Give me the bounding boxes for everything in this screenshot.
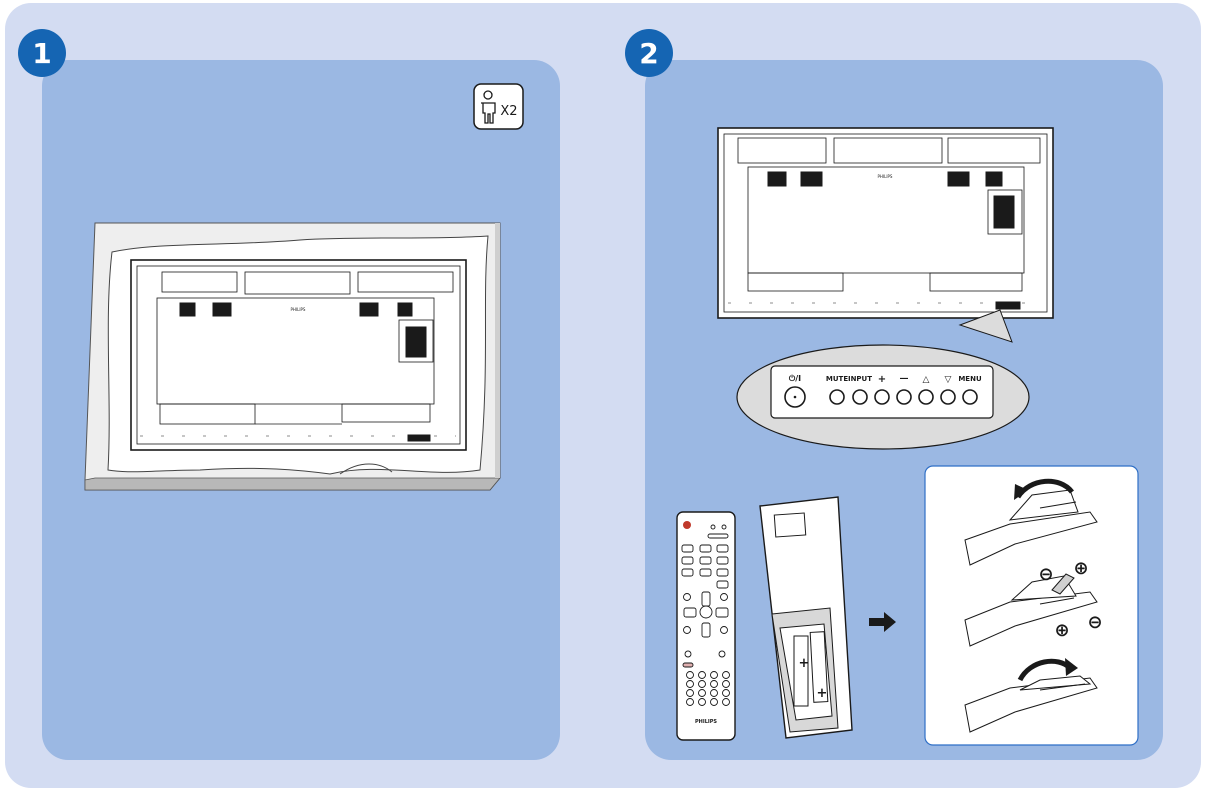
step-1-badge: 1 bbox=[18, 29, 66, 77]
tv-rear-step2 bbox=[717, 127, 1054, 319]
right-arrow-icon bbox=[869, 612, 896, 632]
step-1-number: 1 bbox=[32, 37, 51, 70]
up-button bbox=[918, 389, 934, 405]
menu-button bbox=[962, 389, 978, 405]
minus-button bbox=[896, 389, 912, 405]
remote-brand: PHILIPS bbox=[695, 719, 717, 725]
two-people-icon: X2 bbox=[473, 83, 524, 130]
tv-rear-step1 bbox=[130, 259, 467, 451]
battery-2 bbox=[809, 631, 829, 703]
tv-brand-step1: PHILIPS bbox=[291, 307, 306, 312]
step-2-badge: 2 bbox=[625, 29, 673, 77]
battery-plus-symbol-2: ⊕ bbox=[1054, 620, 1069, 641]
down-button bbox=[940, 389, 956, 405]
battery-minus-symbol-2: ⊖ bbox=[1087, 612, 1102, 633]
battery-1 bbox=[793, 635, 809, 707]
keypad-label-plus: + bbox=[878, 374, 886, 385]
step-1-circle bbox=[18, 29, 66, 77]
keypad-label-down: ▽ bbox=[945, 375, 952, 385]
step-2-panel: 2 PHILIPS ⏻/I MUTE bbox=[625, 29, 1163, 760]
battery-1-polarity: + bbox=[799, 656, 810, 671]
remote-step-insert bbox=[964, 573, 1098, 647]
person-icon bbox=[481, 90, 496, 124]
keypad-label-up: △ bbox=[923, 375, 930, 385]
remote-control-back bbox=[759, 496, 853, 739]
keypad-label-power: ⏻/I bbox=[789, 374, 801, 383]
battery-plus-symbol: ⊕ bbox=[1073, 558, 1088, 579]
step-2-number: 2 bbox=[639, 37, 658, 70]
keypad-label-menu: MENU bbox=[958, 375, 982, 383]
remote-step-open bbox=[964, 478, 1098, 566]
remote-control-front bbox=[676, 511, 736, 741]
keypad-label-input: INPUT bbox=[848, 375, 872, 383]
keypad-callout: ⏻/I MUTE INPUT + — △ ▽ MENU bbox=[736, 309, 1030, 450]
battery-minus-symbol: ⊖ bbox=[1038, 564, 1053, 585]
keypad-label-minus: — bbox=[900, 374, 909, 384]
step-1-panel: 1 X2 bbox=[18, 29, 560, 760]
battery-installation-panel: ⊖ ⊕ ⊕ ⊖ bbox=[924, 465, 1139, 746]
people-icon-frame bbox=[473, 83, 524, 130]
mute-button bbox=[829, 389, 845, 405]
remote-power-icon bbox=[683, 521, 691, 529]
battery-2-polarity: + bbox=[817, 686, 828, 701]
step-2-circle bbox=[625, 29, 673, 77]
tv-brand-step2: PHILIPS bbox=[878, 174, 893, 179]
remote-step-close bbox=[964, 658, 1098, 733]
keypad-label-mute: MUTE bbox=[826, 375, 848, 383]
input-button bbox=[852, 389, 868, 405]
plus-button bbox=[874, 389, 890, 405]
people-count: X2 bbox=[500, 104, 517, 119]
